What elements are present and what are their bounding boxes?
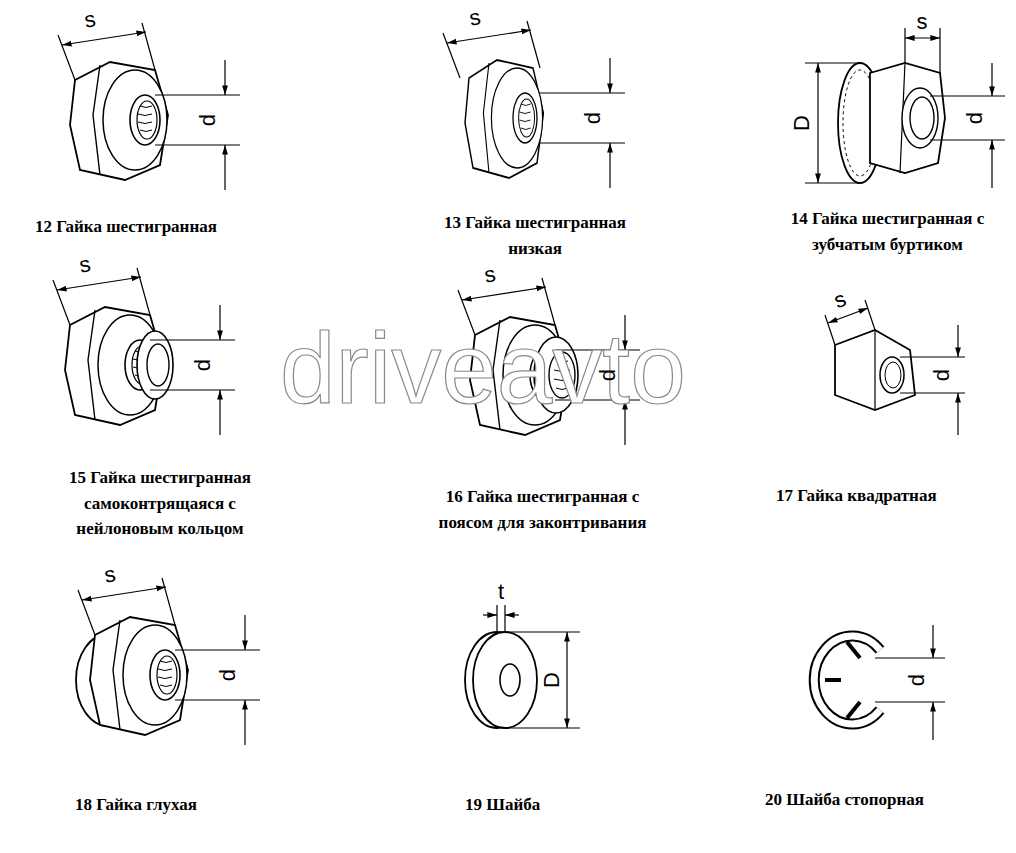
- figure-19: [465, 605, 580, 728]
- part-caption: 13 Гайка шестигранная низкая: [425, 210, 645, 261]
- figure-18: [76, 578, 260, 745]
- dimension-letter: s: [83, 8, 98, 32]
- part-caption: 18 Гайка глухая: [75, 792, 295, 818]
- dimension-letter: d: [197, 114, 219, 126]
- part-caption: 17 Гайка квадратная: [776, 483, 1012, 509]
- dimension-letter: d: [964, 112, 986, 124]
- dimension-letter: s: [917, 11, 928, 33]
- part-caption: 16 Гайка шестигранная с поясом для закон…: [420, 484, 665, 535]
- figure-17: [825, 300, 965, 435]
- dimension-letter: s: [468, 6, 483, 30]
- dimension-letter: s: [831, 288, 849, 312]
- part-caption: 19 Шайба: [465, 792, 615, 818]
- part-caption: 14 Гайка шестигранная с зубчатым буртико…: [785, 206, 990, 257]
- dimension-letter: d: [582, 112, 604, 124]
- figure-20: [814, 625, 945, 740]
- dimension-letter: d: [906, 674, 928, 686]
- dimension-letter: d: [192, 359, 214, 371]
- dimension-letter: s: [483, 263, 498, 287]
- figure-14: [805, 28, 1005, 188]
- part-caption: 12 Гайка шестигранная: [35, 214, 295, 240]
- part-caption: 20 Шайба стопорная: [765, 787, 1005, 813]
- figure-15: [53, 268, 235, 435]
- dimension-letter: t: [498, 581, 504, 603]
- dimension-letter: s: [78, 253, 93, 277]
- dimension-letter: d: [597, 369, 619, 381]
- dimension-letter: d: [931, 369, 953, 381]
- watermark: driveavto: [280, 318, 686, 418]
- dimension-letter: D: [791, 115, 813, 131]
- figure-13: [443, 21, 625, 188]
- dimension-letter: s: [103, 563, 118, 587]
- part-caption: 15 Гайка шестигранная самоконтрящаяся с …: [35, 465, 285, 542]
- dimension-letter: d: [217, 669, 239, 681]
- dimension-letter: D: [541, 672, 563, 688]
- figure-12: [58, 23, 240, 190]
